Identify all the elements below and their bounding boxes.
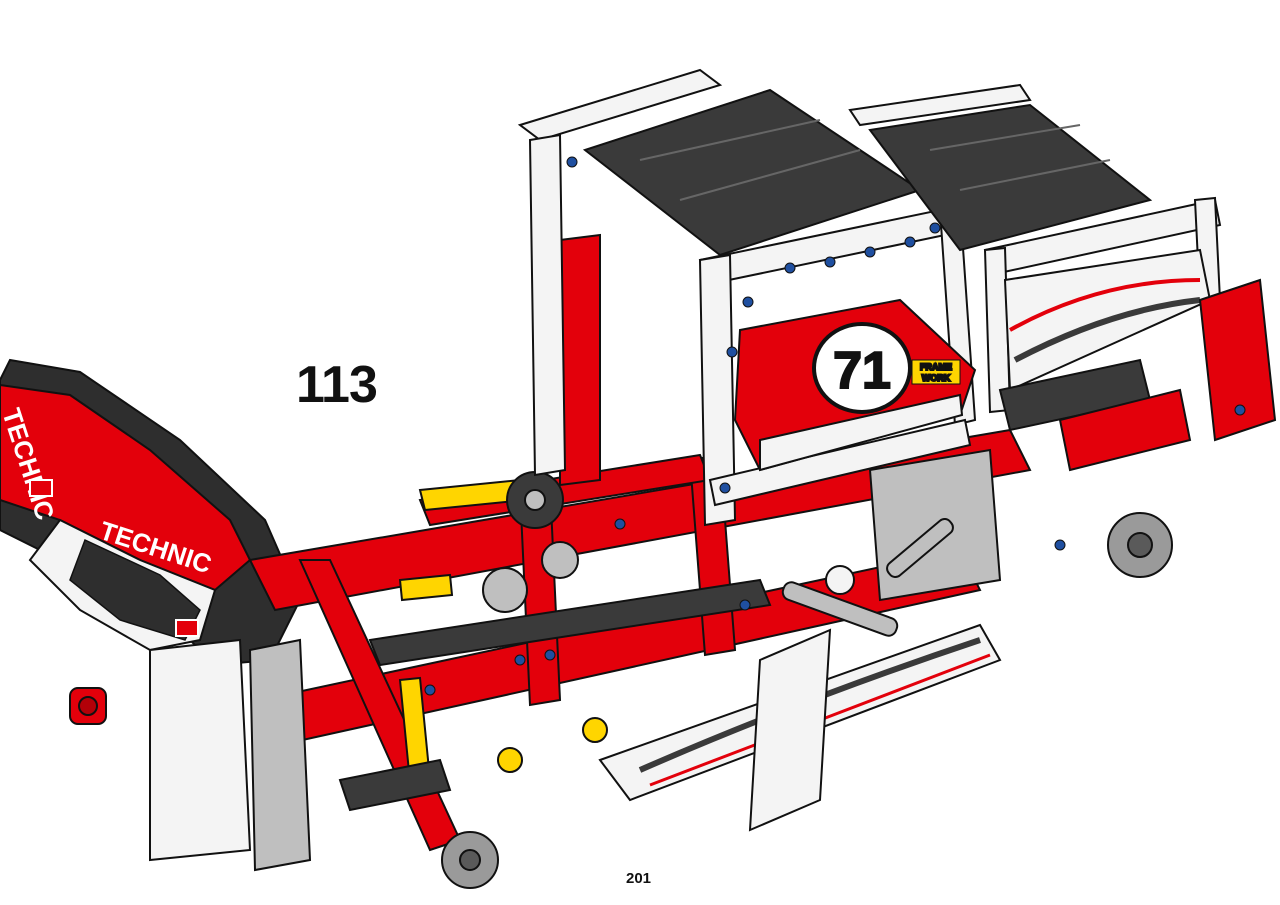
step-number: 113 — [296, 356, 378, 414]
door-panel: 71 FRAME WORK — [733, 298, 977, 472]
cab-frame — [517, 68, 1222, 527]
yellow-parts — [398, 478, 608, 784]
race-number-circle — [812, 322, 912, 414]
team-badge — [911, 359, 961, 385]
lego-logo — [175, 619, 199, 637]
side-stripe-panel — [1003, 248, 1212, 392]
svg-text:FRAME: FRAME — [920, 362, 952, 372]
front-fender — [598, 623, 1002, 832]
race-number: 71 — [833, 342, 891, 400]
left-body-panel: TECHNIC TECHNIC — [0, 358, 302, 667]
page-number: 201 — [626, 870, 652, 887]
svg-text:WORK: WORK — [922, 373, 951, 383]
rear-hub — [69, 638, 499, 889]
shock-absorbers — [781, 518, 954, 637]
roof-panels — [582, 88, 1153, 257]
blue-pins — [424, 156, 1246, 696]
gear-assembly — [482, 471, 579, 613]
